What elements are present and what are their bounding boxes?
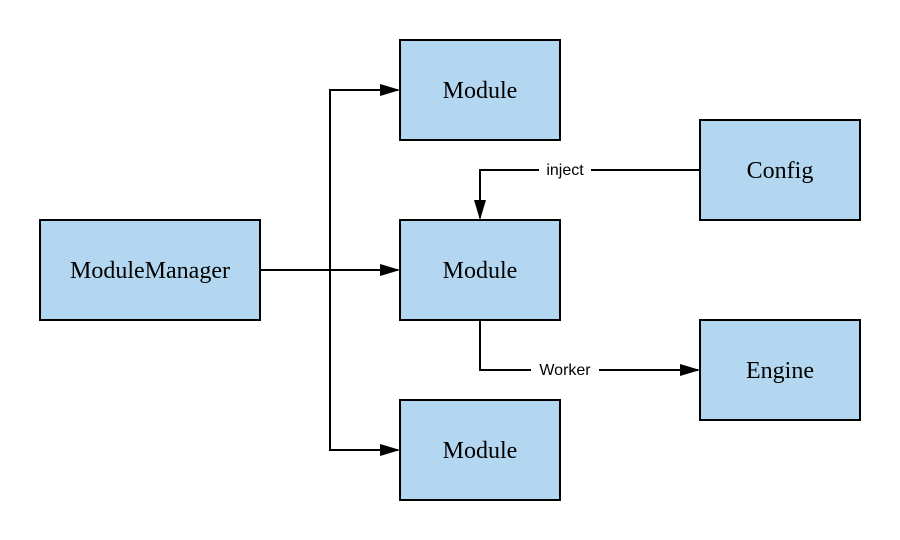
edge-label-inject: inject: [539, 158, 591, 180]
node-engine[interactable]: Engine: [699, 319, 861, 421]
node-module-middle-label: Module: [443, 258, 518, 284]
node-module-top[interactable]: Module: [399, 39, 561, 141]
node-module-bottom-label: Module: [443, 438, 518, 464]
node-module-bottom[interactable]: Module: [399, 399, 561, 501]
node-engine-label: Engine: [746, 358, 814, 384]
node-module-top-label: Module: [443, 78, 518, 104]
edge-label-worker: Worker: [531, 358, 599, 380]
edge-config-to-module-inject: [474, 169, 700, 220]
edge-label-worker-text: Worker: [539, 362, 591, 379]
node-module-middle[interactable]: Module: [399, 219, 561, 321]
edge-manager-to-module-bottom: [329, 270, 400, 456]
node-module-manager-label: ModuleManager: [70, 258, 230, 284]
edge-label-inject-text: inject: [546, 162, 584, 179]
edge-manager-to-module-top: [329, 84, 400, 270]
edge-module-to-engine-worker: [479, 320, 700, 376]
node-module-manager[interactable]: ModuleManager: [39, 219, 261, 321]
node-config-label: Config: [747, 158, 814, 184]
node-config[interactable]: Config: [699, 119, 861, 221]
